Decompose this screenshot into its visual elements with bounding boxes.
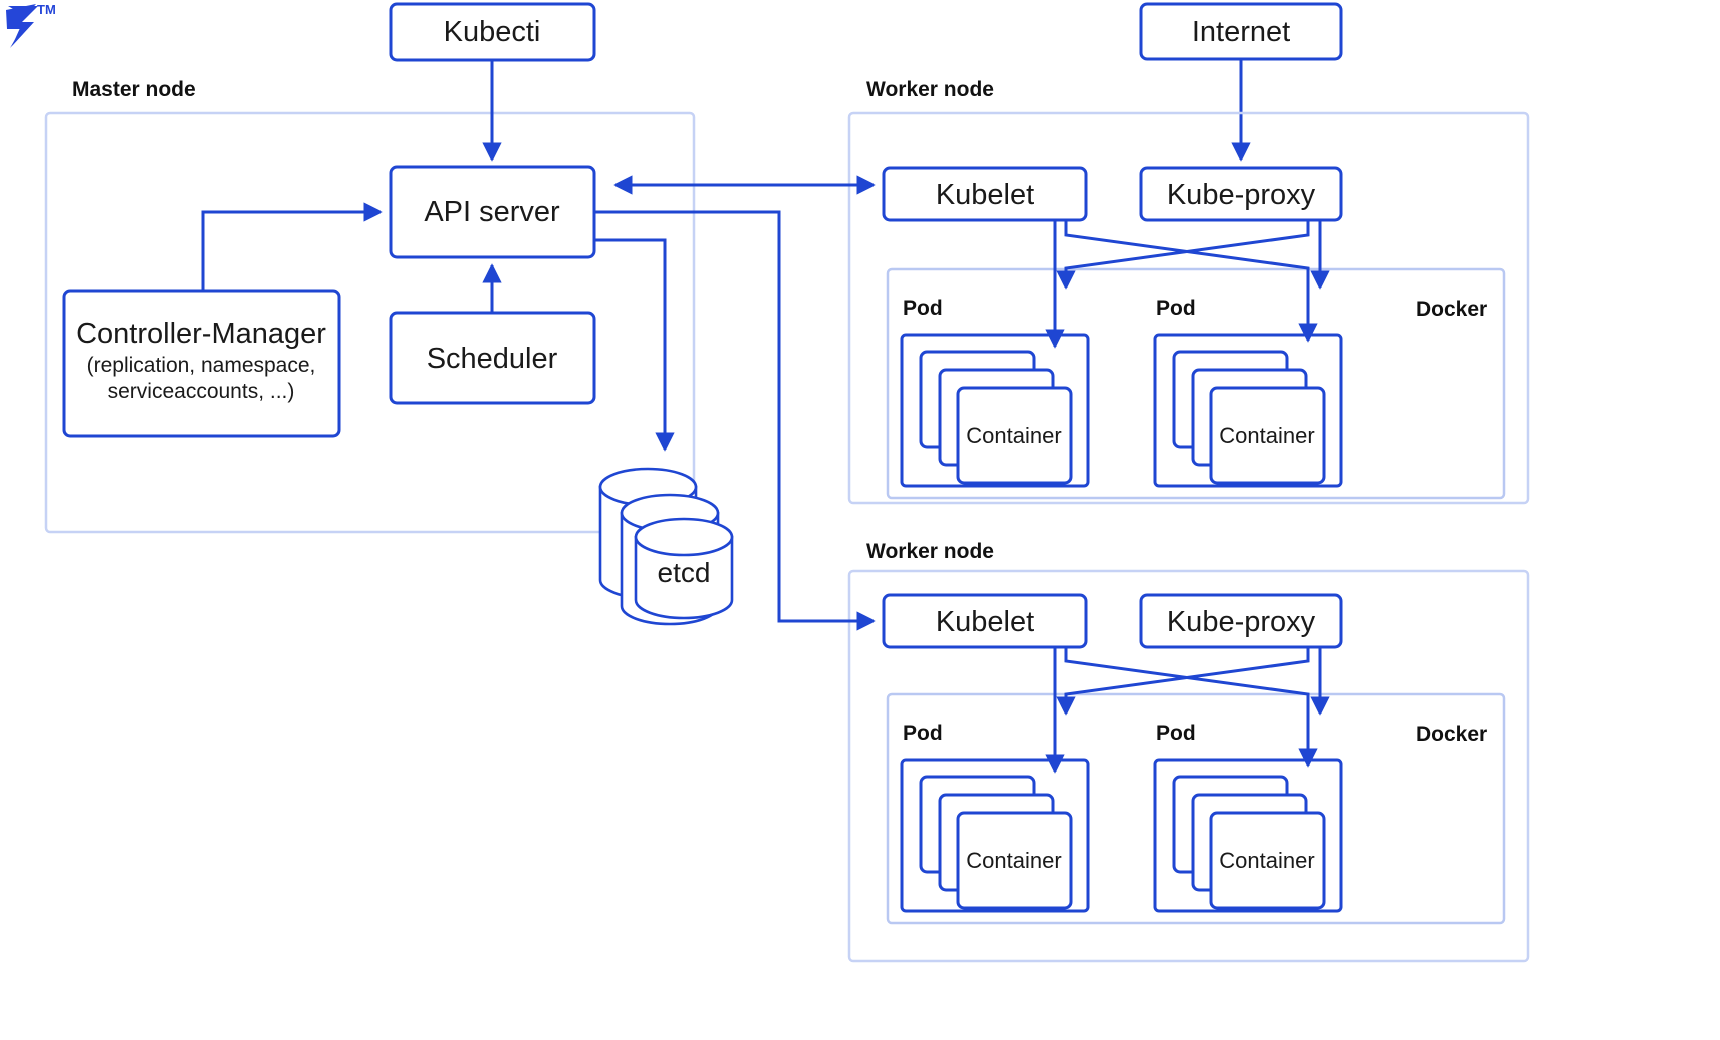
kubectl-label: Kubecti bbox=[444, 16, 541, 48]
edge-controller-to-api bbox=[201, 202, 383, 291]
pod-2-2-container-front[interactable] bbox=[1209, 811, 1326, 910]
etcd-database-icon bbox=[598, 467, 734, 626]
edge-api-to-etcd bbox=[594, 238, 675, 452]
pod-2-2-box[interactable] bbox=[1153, 758, 1343, 913]
kube-proxy-1-box[interactable] bbox=[1139, 166, 1343, 222]
pod-1-2-container-front[interactable] bbox=[1209, 386, 1326, 485]
docker-1-label: Docker bbox=[1416, 298, 1487, 321]
kube-proxy-2-box[interactable] bbox=[1139, 593, 1343, 649]
pod-1-2-box[interactable] bbox=[1153, 333, 1343, 488]
worker-node-1-label: Worker node bbox=[866, 78, 994, 101]
worker-node-2-label: Worker node bbox=[866, 540, 994, 563]
toptal-logo-icon bbox=[6, 4, 38, 48]
controller-manager-line1: (replication, namespace, bbox=[87, 354, 316, 377]
edge-api-to-kubelet2 bbox=[594, 210, 876, 631]
master-node-zone bbox=[44, 111, 696, 534]
scheduler-label: Scheduler bbox=[427, 343, 558, 375]
api-server-label: API server bbox=[424, 196, 560, 228]
pod-1-1-box[interactable] bbox=[900, 333, 1090, 488]
pod-2-2-container-label: Container bbox=[1219, 848, 1314, 873]
edge-kubeproxy2-to-pod1 bbox=[1056, 647, 1310, 716]
internet-label: Internet bbox=[1192, 16, 1290, 48]
worker-node-1-zone bbox=[847, 111, 1530, 505]
docker-2-zone bbox=[886, 692, 1506, 925]
kubelet-1-label: Kubelet bbox=[936, 179, 1034, 211]
pod-2-1-container-label: Container bbox=[966, 848, 1061, 873]
pod-1-1-container-label: Container bbox=[966, 423, 1061, 448]
pod-2-1-label: Pod bbox=[903, 722, 943, 745]
kubelet-2-label: Kubelet bbox=[936, 606, 1034, 638]
pod-2-1-box[interactable] bbox=[900, 758, 1090, 913]
pod-1-2-label: Pod bbox=[1156, 297, 1196, 320]
master-node-label: Master node bbox=[72, 78, 196, 101]
kube-proxy-2-label: Kube-proxy bbox=[1167, 606, 1316, 638]
worker-node-2-zone bbox=[847, 569, 1530, 963]
pod-1-2-container-label: Container bbox=[1219, 423, 1314, 448]
controller-manager-line2: serviceaccounts, ...) bbox=[108, 380, 295, 403]
pod-1-1-container-front[interactable] bbox=[956, 386, 1073, 485]
pod-2-1-container-front[interactable] bbox=[956, 811, 1073, 910]
pod-1-1-label: Pod bbox=[903, 297, 943, 320]
docker-2-label: Docker bbox=[1416, 723, 1487, 746]
edge-kubeproxy1-to-pod1 bbox=[1056, 220, 1310, 290]
trademark-label: TM bbox=[37, 2, 56, 17]
edge-kubelet1-to-pod2 bbox=[1064, 220, 1318, 343]
kubelet-1-box[interactable] bbox=[882, 166, 1088, 222]
etcd-label: etcd bbox=[658, 557, 711, 588]
kubelet-2-box[interactable] bbox=[882, 593, 1088, 649]
docker-1-zone bbox=[886, 267, 1506, 500]
controller-manager-title: Controller-Manager bbox=[76, 318, 326, 350]
kube-proxy-1-label: Kube-proxy bbox=[1167, 179, 1316, 211]
pod-2-2-label: Pod bbox=[1156, 722, 1196, 745]
